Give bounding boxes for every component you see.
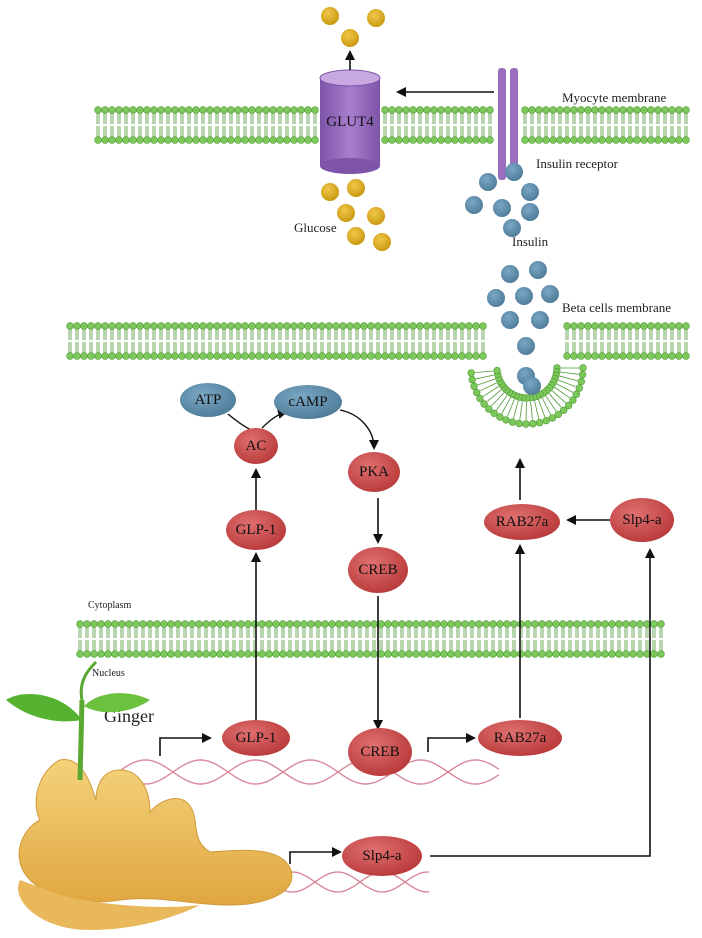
pathway-arrows: [159, 409, 655, 864]
node-ac: AC: [234, 428, 278, 464]
myocyte-membrane: [94, 106, 690, 144]
insulin-label: Insulin: [512, 234, 549, 249]
node-glp1-nucleus: GLP-1: [222, 720, 290, 756]
beta-membrane-label: Beta cells membrane: [562, 300, 671, 315]
glucose-label: Glucose: [294, 220, 337, 235]
node-glp1-cytoplasm: GLP-1: [226, 510, 286, 550]
dna-strand-upper: [117, 759, 500, 785]
nuclear-membrane: [76, 620, 665, 658]
svg-text:GLP-1: GLP-1: [236, 522, 277, 538]
glut4-transporter: GLUT4: [319, 69, 381, 174]
insulin-receptor-label: Insulin receptor: [536, 156, 619, 171]
insulin-molecules-top: [465, 163, 539, 237]
node-atp: ATP: [180, 383, 236, 417]
dna-strand-lower: [269, 871, 429, 893]
node-slp4a-cytoplasm: Slp4-a: [610, 498, 674, 542]
svg-text:CREB: CREB: [358, 562, 397, 578]
insulin-receptor: [498, 68, 518, 180]
node-rab27a-nucleus: RAB27a: [478, 720, 562, 756]
node-slp4a-nucleus: Slp4-a: [342, 836, 422, 876]
glut4-label: GLUT4: [326, 114, 374, 130]
glucose-molecules: [321, 7, 391, 251]
svg-text:CREB: CREB: [360, 744, 399, 760]
node-creb-cytoplasm: CREB: [348, 547, 408, 593]
svg-text:PKA: PKA: [359, 464, 389, 480]
insulin-molecules-secreted: [487, 261, 559, 395]
node-pka: PKA: [348, 452, 400, 492]
svg-text:Slp4-a: Slp4-a: [622, 512, 662, 528]
cytoplasm-label: Cytoplasm: [88, 600, 132, 611]
svg-text:RAB27a: RAB27a: [496, 514, 549, 530]
node-creb-nucleus: CREB: [348, 728, 412, 776]
beta-cell-membrane: [66, 322, 690, 360]
svg-text:RAB27a: RAB27a: [494, 730, 547, 746]
nucleus-label: Nucleus: [92, 668, 125, 679]
svg-text:ATP: ATP: [195, 392, 222, 408]
vesicle-membrane: [467, 364, 587, 428]
node-camp: cAMP: [274, 385, 342, 419]
myocyte-membrane-label: Myocyte membrane: [562, 90, 667, 105]
svg-text:AC: AC: [246, 438, 267, 454]
svg-text:Slp4-a: Slp4-a: [362, 848, 402, 864]
ginger-root-illustration: [6, 660, 293, 930]
svg-text:cAMP: cAMP: [288, 394, 327, 410]
svg-text:GLP-1: GLP-1: [236, 730, 277, 746]
node-rab27a-cytoplasm: RAB27a: [484, 504, 560, 540]
